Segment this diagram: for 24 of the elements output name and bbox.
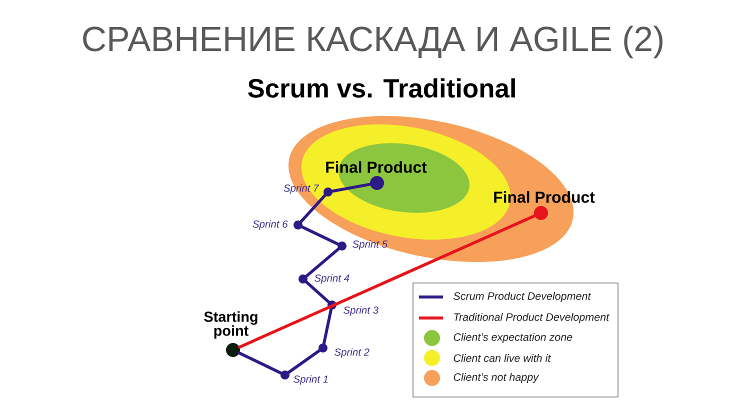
path-line bbox=[305, 280, 330, 304]
subtitle: Scrum vs. Traditional bbox=[248, 78, 515, 98]
path-line bbox=[322, 308, 333, 345]
path-line bbox=[331, 182, 372, 193]
legend-text: Client’s not happy bbox=[454, 372, 540, 384]
path-line bbox=[238, 214, 536, 349]
legend-text: Client’s expectation zone bbox=[454, 332, 572, 344]
legend-text: Scrum Product Development bbox=[454, 292, 592, 302]
sprint-label: Sprint 4 bbox=[314, 274, 350, 284]
sprint-label: Sprint 3 bbox=[344, 306, 378, 316]
path-line bbox=[300, 194, 326, 224]
legend-text: Traditional Product Development bbox=[454, 312, 610, 324]
sprint-label: Sprint 1 bbox=[294, 375, 328, 385]
path-line bbox=[287, 349, 321, 374]
legend-text: Client can live with it bbox=[454, 354, 552, 362]
path-line bbox=[300, 226, 340, 246]
path-line bbox=[305, 248, 340, 278]
title: СРАВНЕНИЕ КАСКАДА И AGILE (2) bbox=[83, 26, 662, 58]
point-label: Final Product bbox=[326, 161, 427, 173]
sprint-label: Sprint 6 bbox=[252, 220, 288, 230]
path-line bbox=[238, 352, 282, 374]
sprint-label: Sprint 5 bbox=[352, 240, 388, 250]
point-label: Starting point bbox=[204, 311, 258, 339]
sprint-label: Sprint 2 bbox=[334, 348, 370, 358]
